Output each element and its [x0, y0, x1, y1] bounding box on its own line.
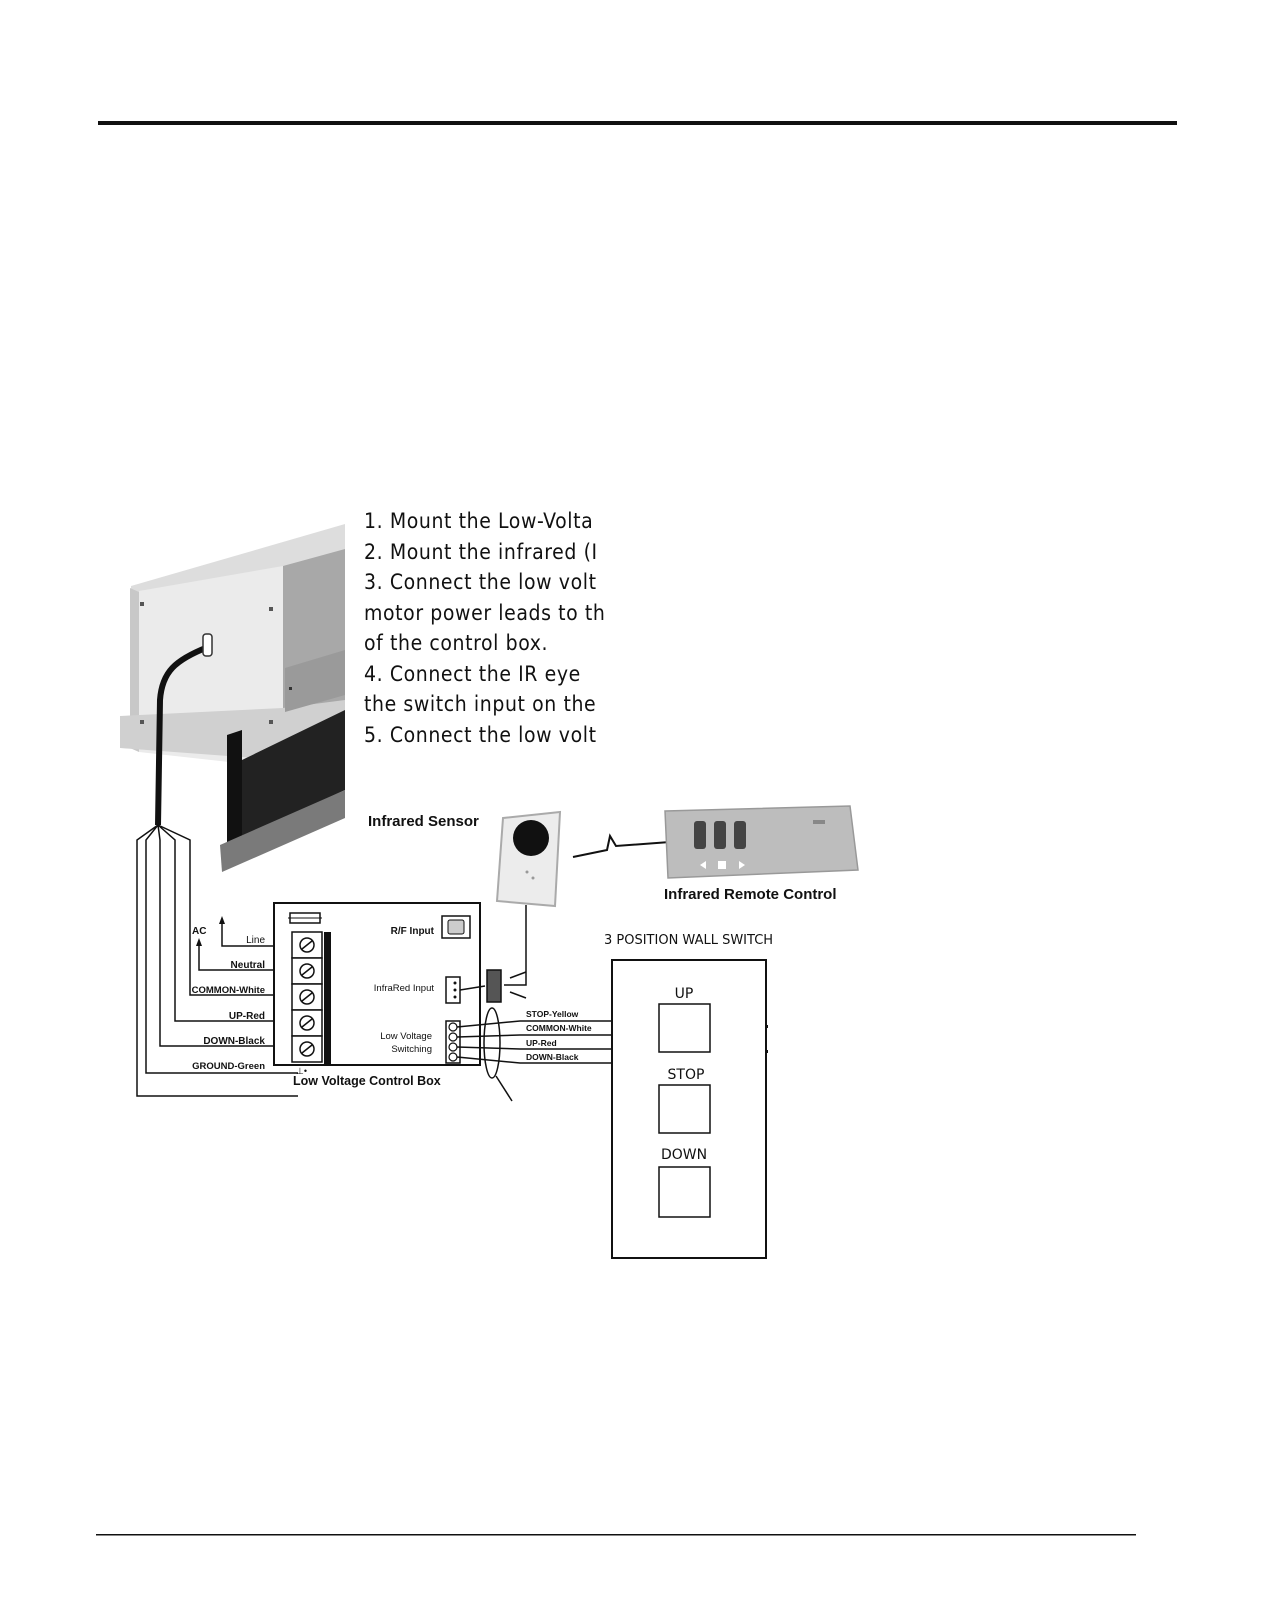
instruction-line: 1. Mount the Low-Volta [364, 509, 594, 533]
low-voltage-label-2: Switching [391, 1044, 432, 1055]
switch-wires [456, 1007, 612, 1102]
motor-housing-illustration [120, 524, 345, 872]
terminal-label: GROUND-Green [192, 1061, 265, 1072]
rf-input-label: R/F Input [391, 926, 435, 937]
infrared-sensor [459, 810, 562, 1003]
infrared-input-label: InfraRed Input [374, 983, 435, 994]
instruction-line: 4. Connect the IR eye [364, 661, 581, 686]
terminal-label: COMMON-White [192, 985, 265, 996]
wall-switch [611, 959, 768, 1259]
infrared-sensor-label: Infrared Sensor [368, 813, 479, 830]
ac-label: AC [192, 926, 206, 937]
motor-wires [136, 824, 298, 1097]
ir-signal-bolt [572, 833, 671, 858]
terminal-label: Neutral [231, 960, 266, 971]
terminal-label: DOWN-Black [203, 1036, 265, 1047]
instruction-line: the switch input on the [364, 692, 597, 716]
instruction-line: 5. Connect the low volt [364, 722, 597, 747]
instruction-line: of the control box. [364, 631, 549, 655]
header-rule [98, 121, 1177, 125]
instruction-line: 2. Mount the infrared (I [364, 539, 598, 564]
footer-rule [96, 1534, 1136, 1536]
control-box: ⊥• R/F Input InfraRed Input Low Voltage … [273, 902, 481, 1076]
terminal-label: UP-Red [229, 1011, 265, 1022]
low-voltage-label-1: Low Voltage [380, 1031, 432, 1042]
installation-instructions: 1. Mount the Low-Volta 2. Mount the infr… [364, 506, 624, 750]
infrared-input-port [445, 976, 461, 1004]
wall-switch-title: 3 POSITION WALL SWITCH [604, 933, 773, 948]
wall-switch-down-button [658, 1166, 711, 1218]
ground-symbol: ⊥• [296, 1066, 307, 1076]
wall-switch-down-label: DOWN [661, 1147, 707, 1163]
wall-switch-up-button [658, 1003, 711, 1053]
instructions-clip: 1. Mount the Low-Volta 2. Mount the infr… [364, 506, 624, 756]
wall-switch-stop-button [658, 1084, 711, 1134]
wire-label: UP-Red [526, 1038, 557, 1048]
instruction-line: motor power leads to th [364, 600, 606, 625]
instruction-line: 3. Connect the low volt [364, 570, 597, 594]
wall-switch-up-label: UP [675, 986, 694, 1002]
wire-label: COMMON-White [526, 1023, 592, 1033]
wall-switch-stop-label: STOP [668, 1067, 705, 1083]
ir-connector [486, 969, 502, 1003]
infrared-remote [664, 805, 859, 879]
terminal-labels: Line Neutral COMMON-White UP-Red DOWN-Bl… [192, 935, 266, 1072]
control-box-label: Low Voltage Control Box [293, 1074, 441, 1088]
switch-wire-labels: STOP-Yellow COMMON-White UP-Red DOWN-Bla… [526, 1009, 592, 1062]
wire-label: DOWN-Black [526, 1052, 579, 1062]
infrared-remote-label: Infrared Remote Control [664, 886, 837, 903]
terminal-label: Line [246, 935, 265, 946]
wire-label: STOP-Yellow [526, 1009, 579, 1019]
low-voltage-terminal-block [445, 1020, 461, 1064]
